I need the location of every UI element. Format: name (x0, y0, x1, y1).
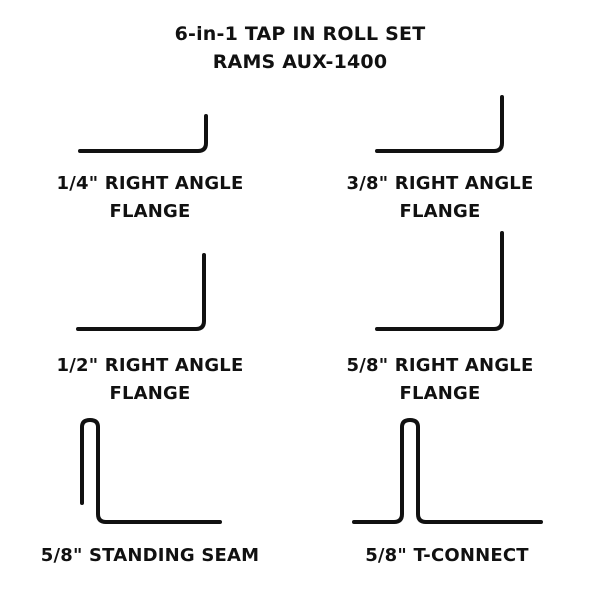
profile-t-connect (352, 418, 543, 524)
profile-five-eighths-right-angle (375, 231, 504, 331)
profile-label-three-eighths-inch: 3/8" RIGHT ANGLE FLANGE (290, 170, 590, 226)
label-line-2: FLANGE (399, 383, 481, 404)
label-line-2: FLANGE (109, 383, 191, 404)
title-line-1: 6-in-1 TAP IN ROLL SET (174, 23, 426, 45)
label-line-1: 1/2" RIGHT ANGLE (56, 355, 244, 376)
label-line-1: 5/8" STANDING SEAM (40, 545, 260, 566)
label-line-1: 5/8" RIGHT ANGLE (346, 355, 534, 376)
label-line-1: 5/8" T-CONNECT (365, 545, 529, 566)
profile-three-eighths-right-angle (375, 95, 504, 153)
profile-half-inch-right-angle (76, 253, 206, 331)
label-line-1: 3/8" RIGHT ANGLE (346, 173, 534, 194)
title-line-2: RAMS AUX-1400 (212, 51, 388, 73)
profile-standing-seam (80, 418, 222, 524)
label-line-2: FLANGE (399, 201, 481, 222)
profile-label-quarter-inch: 1/4" RIGHT ANGLE FLANGE (0, 170, 300, 226)
profile-label-five-eighths-inch: 5/8" RIGHT ANGLE FLANGE (290, 352, 590, 408)
profile-label-standing-seam: 5/8" STANDING SEAM (0, 542, 300, 570)
label-line-1: 1/4" RIGHT ANGLE (56, 173, 244, 194)
label-line-2: FLANGE (109, 201, 191, 222)
profile-label-t-connect: 5/8" T-CONNECT (297, 542, 597, 570)
profile-quarter-inch-right-angle (78, 114, 208, 153)
profile-label-half-inch: 1/2" RIGHT ANGLE FLANGE (0, 352, 300, 408)
